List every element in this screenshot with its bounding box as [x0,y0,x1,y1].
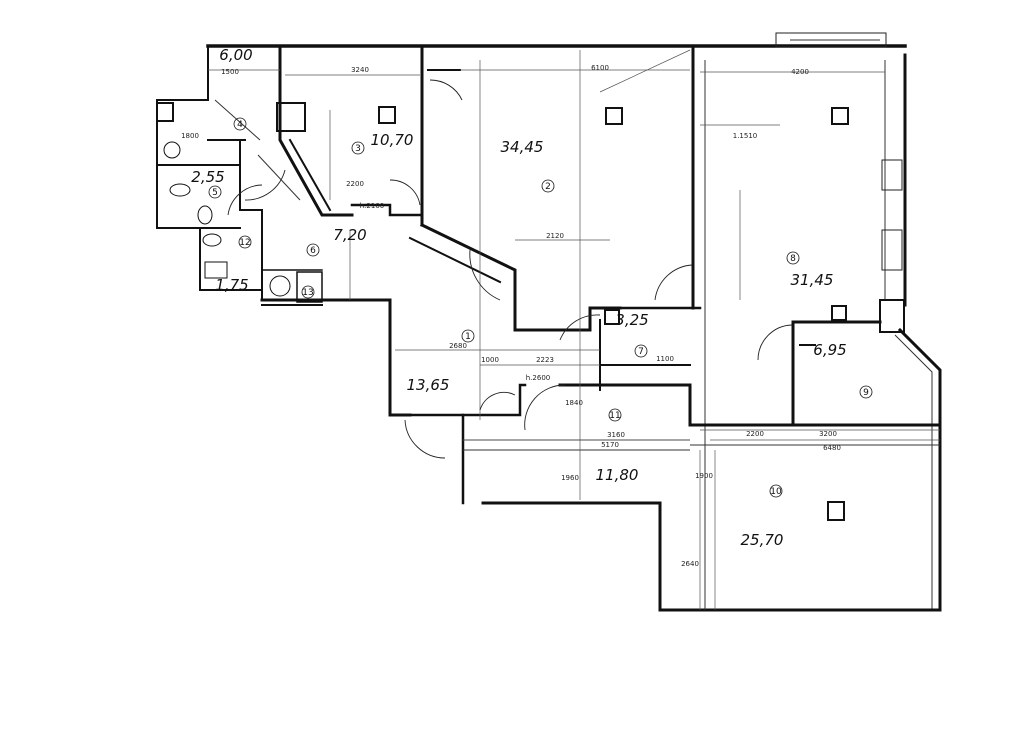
columns [378,106,849,521]
dimension-label: 2200 [346,180,364,188]
room-number: 5 [212,188,218,198]
dimension-label: 2640 [681,560,699,568]
room-number-circle [351,141,365,155]
room-number-circle [541,179,555,193]
dimension-label: 3200 [819,430,837,438]
column-room-10 [827,501,845,521]
room-number-circle [301,285,315,299]
dimension-label: 1500 [221,68,239,76]
room-area: 6,00 [219,46,252,64]
dimension-label: 6480 [823,444,841,452]
dimension-label: 6100 [591,64,609,72]
dimension-labels: 3240 6100 4200 1500 1800 2200 2120 2680 1000 2223… [181,64,841,568]
room-area: 1,75 [215,276,248,294]
room-number: 10 [770,487,782,497]
room-area: 2,55 [191,168,224,186]
dimension-label: 3160 [607,431,625,439]
column-room-9 [831,305,847,321]
dimension-label: 2120 [546,232,564,240]
dimension-label: 2200 [746,430,764,438]
room-number: 8 [790,254,796,264]
room-number-circle [238,235,252,249]
room-area: 7,20 [333,226,366,244]
dimension-label: 5170 [601,441,619,449]
column-room-2 [605,107,623,125]
room-number-circle [233,117,247,131]
room-area: 10,70 [371,131,414,149]
room-number: 1 [465,332,471,342]
column-room-3 [378,106,396,124]
room-number-circle [769,484,783,498]
room-number-circle [306,243,320,257]
room-number-circle [208,185,222,199]
column-room-7 [604,309,620,325]
dimension-label: 1840 [565,399,583,407]
dimension-label: 3240 [351,66,369,74]
room-number: 11 [609,411,620,421]
outer-walls [156,32,942,612]
room-area: 13,65 [407,376,450,394]
dimension-label: 2223 [536,356,554,364]
dimension-label: 1100 [656,355,674,363]
dimension-label: 1900 [695,472,713,480]
dimension-label: h.2600 [526,374,550,382]
room-area: 31,45 [791,271,834,289]
room-number: 13 [302,288,313,298]
room-number: 3 [355,144,361,154]
dimension-label: 1.1510 [733,132,758,140]
room-number: 12 [239,238,250,248]
room-number: 2 [545,182,551,192]
room-number-circle [608,408,622,422]
room-number-circle [634,344,648,358]
dimension-label: 4200 [791,68,809,76]
room-number-circle [461,329,475,343]
interior-walls [156,44,942,610]
door-swings [227,79,793,459]
room-number: 9 [863,388,869,398]
dimension-label: 1800 [181,132,199,140]
dimension-label: h.2100 [360,202,384,210]
room-number-circle [786,251,800,265]
dimension-label: 1960 [561,474,579,482]
room-area: 6,95 [813,341,846,359]
sanitary-fixtures [156,99,301,297]
dimension-lines [208,49,940,610]
room-area: 3,25 [615,311,648,329]
room-number-circle [859,385,873,399]
room-number: 4 [237,120,243,130]
room-number: 6 [310,246,316,256]
window-strip [775,32,887,48]
room-labels: 3 10,70 2 34,45 8 31,45 6 7,20 5 2,55 4 6,00 12 1,75 1… [191,46,873,549]
dimension-label: 1000 [481,356,499,364]
room-area: 11,80 [596,466,639,484]
dimension-label: 2680 [449,342,467,350]
room-area: 25,70 [741,531,784,549]
column-room-8 [831,107,849,125]
room-number: 7 [638,347,644,357]
room-area: 34,45 [501,138,544,156]
